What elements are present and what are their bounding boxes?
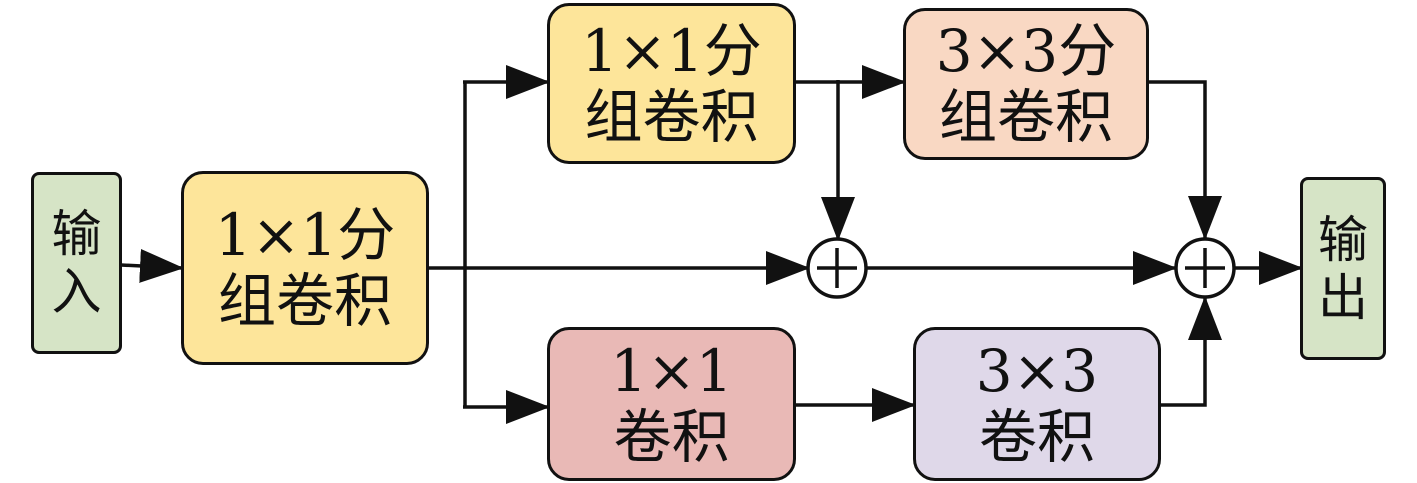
top-group-conv-1x1-line2: 组卷积 <box>584 82 759 151</box>
top-group-conv-1x1-line1: 1×1分 <box>581 16 762 85</box>
bottom-conv-1x1-line1: 1×1 <box>610 337 733 405</box>
bottom-conv-3x3-line2: 卷积 <box>978 403 1095 471</box>
input-label: 输入 <box>51 205 102 321</box>
add-middle-operator <box>806 237 868 299</box>
edge-top-3x3-to-add-final <box>1148 80 1222 240</box>
bottom-conv-1x1-node: 1×1 卷积 <box>547 327 796 481</box>
top-group-conv-3x3-line1: 3×3分 <box>935 17 1117 85</box>
first-group-conv-line1: 1×1分 <box>214 201 396 269</box>
top-group-conv-3x3-line2: 组卷积 <box>938 83 1113 151</box>
edge-bottom-3x3-to-add-final <box>1160 296 1222 407</box>
bottom-conv-3x3-node: 3×3 卷积 <box>913 327 1161 481</box>
bottom-conv-3x3-line1: 3×3 <box>975 337 1099 405</box>
add-final-operator <box>1174 237 1236 299</box>
top-group-conv-1x1-node: 1×1分 组卷积 <box>547 3 796 164</box>
first-group-conv-line2: 组卷积 <box>217 267 392 335</box>
edge-input-to-groupconv <box>120 248 184 283</box>
first-group-conv-node: 1×1分 组卷积 <box>181 171 429 365</box>
bottom-conv-1x1-line2: 卷积 <box>613 403 730 471</box>
output-label: 输出 <box>1318 210 1368 327</box>
input-node: 输入 <box>31 172 122 354</box>
top-group-conv-3x3-node: 3×3分 组卷积 <box>903 8 1149 160</box>
output-node: 输出 <box>1300 177 1386 360</box>
